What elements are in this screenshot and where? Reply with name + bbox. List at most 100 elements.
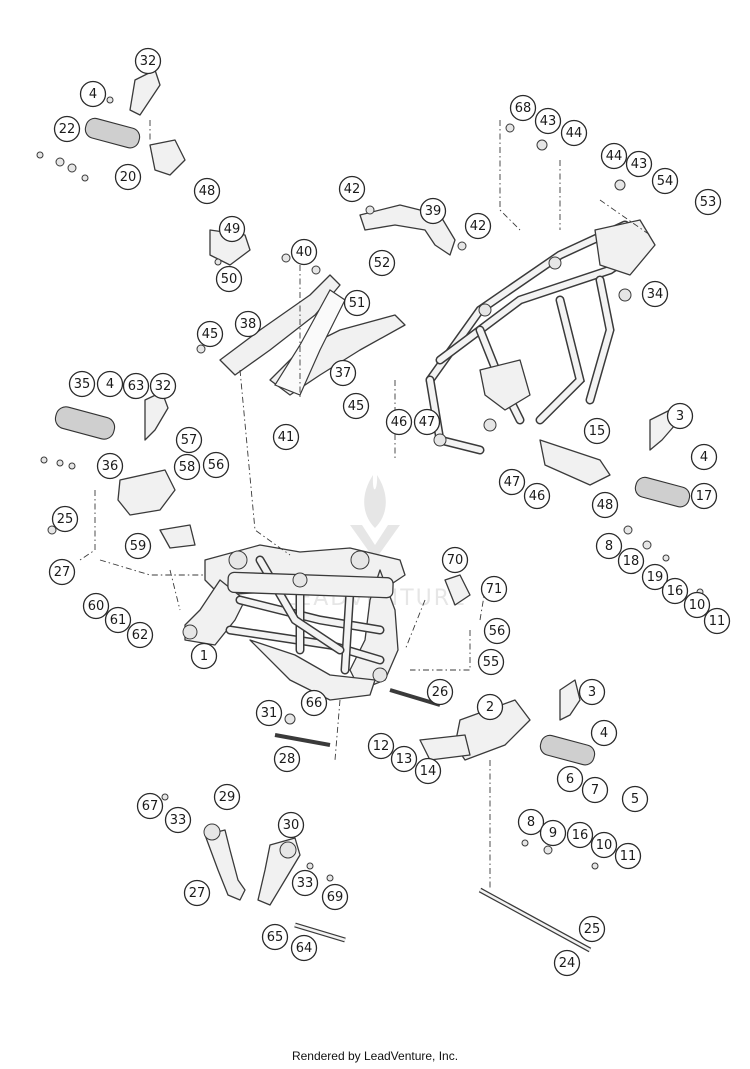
callout-64: 64 <box>290 934 318 962</box>
callout-label: 16 <box>572 828 589 843</box>
callout-label: 67 <box>142 799 159 814</box>
callout-label: 42 <box>470 219 487 234</box>
axle-24 <box>478 887 592 953</box>
callout-43: 43 <box>625 150 653 178</box>
callout-label: 36 <box>102 459 119 474</box>
callout-45: 45 <box>196 320 224 348</box>
callout-20: 20 <box>114 163 142 191</box>
callout-label: 41 <box>278 430 295 445</box>
callout-44: 44 <box>560 119 588 147</box>
callout-label: 44 <box>566 126 583 141</box>
callout-label: 24 <box>559 956 576 971</box>
callout-10: 10 <box>683 591 711 619</box>
callout-label: 71 <box>486 582 503 597</box>
callout-42: 42 <box>464 212 492 240</box>
callout-label: 30 <box>283 818 300 833</box>
callout-56: 56 <box>202 451 230 479</box>
callout-66: 66 <box>300 689 328 717</box>
callout-63: 63 <box>122 372 150 400</box>
callout-67: 67 <box>136 792 164 820</box>
callout-2: 2 <box>476 693 504 721</box>
front-right-footpeg-group <box>419 679 596 766</box>
callout-label: 10 <box>596 838 613 853</box>
callout-label: 27 <box>54 565 71 580</box>
callout-22: 22 <box>53 115 81 143</box>
callout-label: 25 <box>584 922 601 937</box>
callout-11: 11 <box>703 607 731 635</box>
callout-label: 64 <box>296 941 313 956</box>
callout-label: 16 <box>667 584 684 599</box>
callout-16: 16 <box>661 577 689 605</box>
lower-bracket-30 <box>257 837 301 906</box>
callout-61: 61 <box>104 606 132 634</box>
callout-58: 58 <box>173 453 201 481</box>
callout-3: 3 <box>666 402 694 430</box>
axle-64 <box>294 922 346 943</box>
callout-label: 58 <box>179 460 196 475</box>
callout-4: 4 <box>79 80 107 108</box>
callout-6: 6 <box>556 765 584 793</box>
callout-33: 33 <box>164 806 192 834</box>
callout-42: 42 <box>338 175 366 203</box>
callout-label: 31 <box>261 706 278 721</box>
callout-label: 42 <box>344 182 361 197</box>
callout-16: 16 <box>566 821 594 849</box>
callout-label: 61 <box>110 613 127 628</box>
callout-label: 68 <box>515 101 532 116</box>
callout-label: 22 <box>59 122 76 137</box>
callout-60: 60 <box>82 592 110 620</box>
callout-17: 17 <box>690 482 718 510</box>
callout-label: 4 <box>89 87 97 102</box>
callout-label: 63 <box>128 379 145 394</box>
callout-44: 44 <box>600 142 628 170</box>
callout-47: 47 <box>498 468 526 496</box>
callout-38: 38 <box>234 310 262 338</box>
callout-25: 25 <box>51 505 79 533</box>
callout-label: 1 <box>200 649 208 664</box>
callout-label: 70 <box>447 553 464 568</box>
callout-label: 65 <box>267 930 284 945</box>
callout-label: 54 <box>657 174 674 189</box>
callout-label: 28 <box>279 752 296 767</box>
callout-39: 39 <box>419 197 447 225</box>
callout-4: 4 <box>690 443 718 471</box>
callout-41: 41 <box>272 423 300 451</box>
callout-label: 8 <box>527 815 535 830</box>
callout-label: 20 <box>120 170 137 185</box>
callout-15: 15 <box>583 417 611 445</box>
callout-label: 33 <box>297 876 314 891</box>
callout-label: 57 <box>181 433 198 448</box>
callout-label: 35 <box>74 377 91 392</box>
callout-label: 62 <box>132 628 149 643</box>
callout-68: 68 <box>509 94 537 122</box>
callout-label: 37 <box>335 366 352 381</box>
callout-label: 18 <box>623 554 640 569</box>
callout-14: 14 <box>414 757 442 785</box>
callout-24: 24 <box>553 949 581 977</box>
callout-label: 49 <box>224 222 241 237</box>
callout-29: 29 <box>213 783 241 811</box>
callout-label: 60 <box>88 599 105 614</box>
callout-label: 25 <box>57 512 74 527</box>
callout-4: 4 <box>96 370 124 398</box>
callout-label: 15 <box>589 424 606 439</box>
callout-1: 1 <box>190 642 218 670</box>
callout-label: 47 <box>504 475 521 490</box>
callout-46: 46 <box>523 482 551 510</box>
callout-label: 17 <box>696 489 713 504</box>
callout-label: 43 <box>540 114 557 129</box>
callout-54: 54 <box>651 167 679 195</box>
callout-label: 56 <box>489 624 506 639</box>
callout-label: 19 <box>647 570 664 585</box>
callout-label: 39 <box>425 204 442 219</box>
callout-50: 50 <box>215 265 243 293</box>
callout-label: 4 <box>106 377 114 392</box>
callout-26: 26 <box>426 678 454 706</box>
callout-label: 12 <box>373 739 390 754</box>
callout-label: 11 <box>709 614 726 629</box>
callout-28: 28 <box>273 745 301 773</box>
callout-30: 30 <box>277 811 305 839</box>
callout-57: 57 <box>175 426 203 454</box>
callout-62: 62 <box>126 621 154 649</box>
